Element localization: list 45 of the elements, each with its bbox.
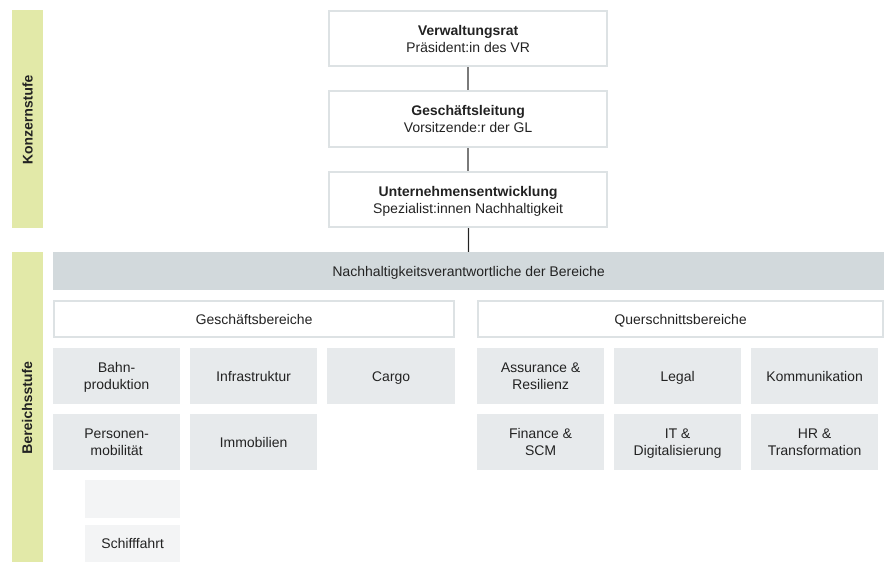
- unit-label: Legal: [660, 368, 695, 384]
- unit-box: [327, 348, 455, 404]
- unit-label: Cargo: [372, 368, 410, 384]
- unit-box: [477, 348, 604, 404]
- unit-label: Bahn- produktion: [82, 359, 150, 393]
- unit-box: [53, 414, 180, 470]
- group-box: [477, 300, 884, 338]
- stage-label: Bereichsstufe: [19, 360, 36, 454]
- unit-label: IT & Digitalisierung: [632, 425, 722, 459]
- unit-label: Immobilien: [220, 434, 288, 450]
- header-bar: [53, 252, 884, 290]
- org-box: [328, 10, 608, 67]
- org-box: [328, 171, 608, 228]
- unit-label: Schifffahrt: [101, 535, 164, 552]
- stage-band: [12, 252, 43, 562]
- org-box: [328, 90, 608, 148]
- unit-box: [751, 414, 878, 470]
- unit-label: Nachhaltigkeitsverantwortliche der Bereiche: [332, 262, 605, 280]
- box-subtitle: Präsident:in des VR: [406, 38, 530, 56]
- unit-box: [190, 414, 317, 470]
- unit-box: [53, 348, 180, 404]
- box-title: Unternehmensentwicklung: [378, 182, 558, 200]
- box-subtitle: Spezialist:innen Nachhaltigkeit: [373, 200, 563, 216]
- unit-box: [614, 414, 741, 470]
- unit-box: [614, 348, 741, 404]
- unit-label: Querschnittsbereiche: [614, 310, 747, 328]
- group-box: [53, 300, 455, 338]
- unit-label: Assurance & Resilienz: [500, 359, 582, 393]
- unit-label: Geschäftsbereiche: [196, 310, 312, 328]
- unit-label: Kommunikation: [766, 368, 863, 384]
- stage-band: [12, 10, 43, 228]
- connector-line: [468, 228, 470, 252]
- unit-label: Personen- mobilität: [83, 425, 150, 459]
- unit-label: HR & Transformation: [766, 425, 862, 459]
- unit-box: [751, 348, 878, 404]
- connector-line: [467, 148, 469, 171]
- connector-line: [467, 67, 469, 90]
- unit-box: [190, 348, 317, 404]
- box-title: Verwaltungsrat: [418, 22, 518, 38]
- box-subtitle: Vorsitzende:r der GL: [404, 119, 532, 136]
- unit-label: Finance & SCM: [508, 425, 574, 459]
- unit-label: Infrastruktur: [216, 368, 291, 384]
- box-title: Geschäftsleitung: [411, 102, 525, 119]
- stage-label: Konzernstufe: [19, 74, 36, 164]
- unit-box: [477, 414, 604, 470]
